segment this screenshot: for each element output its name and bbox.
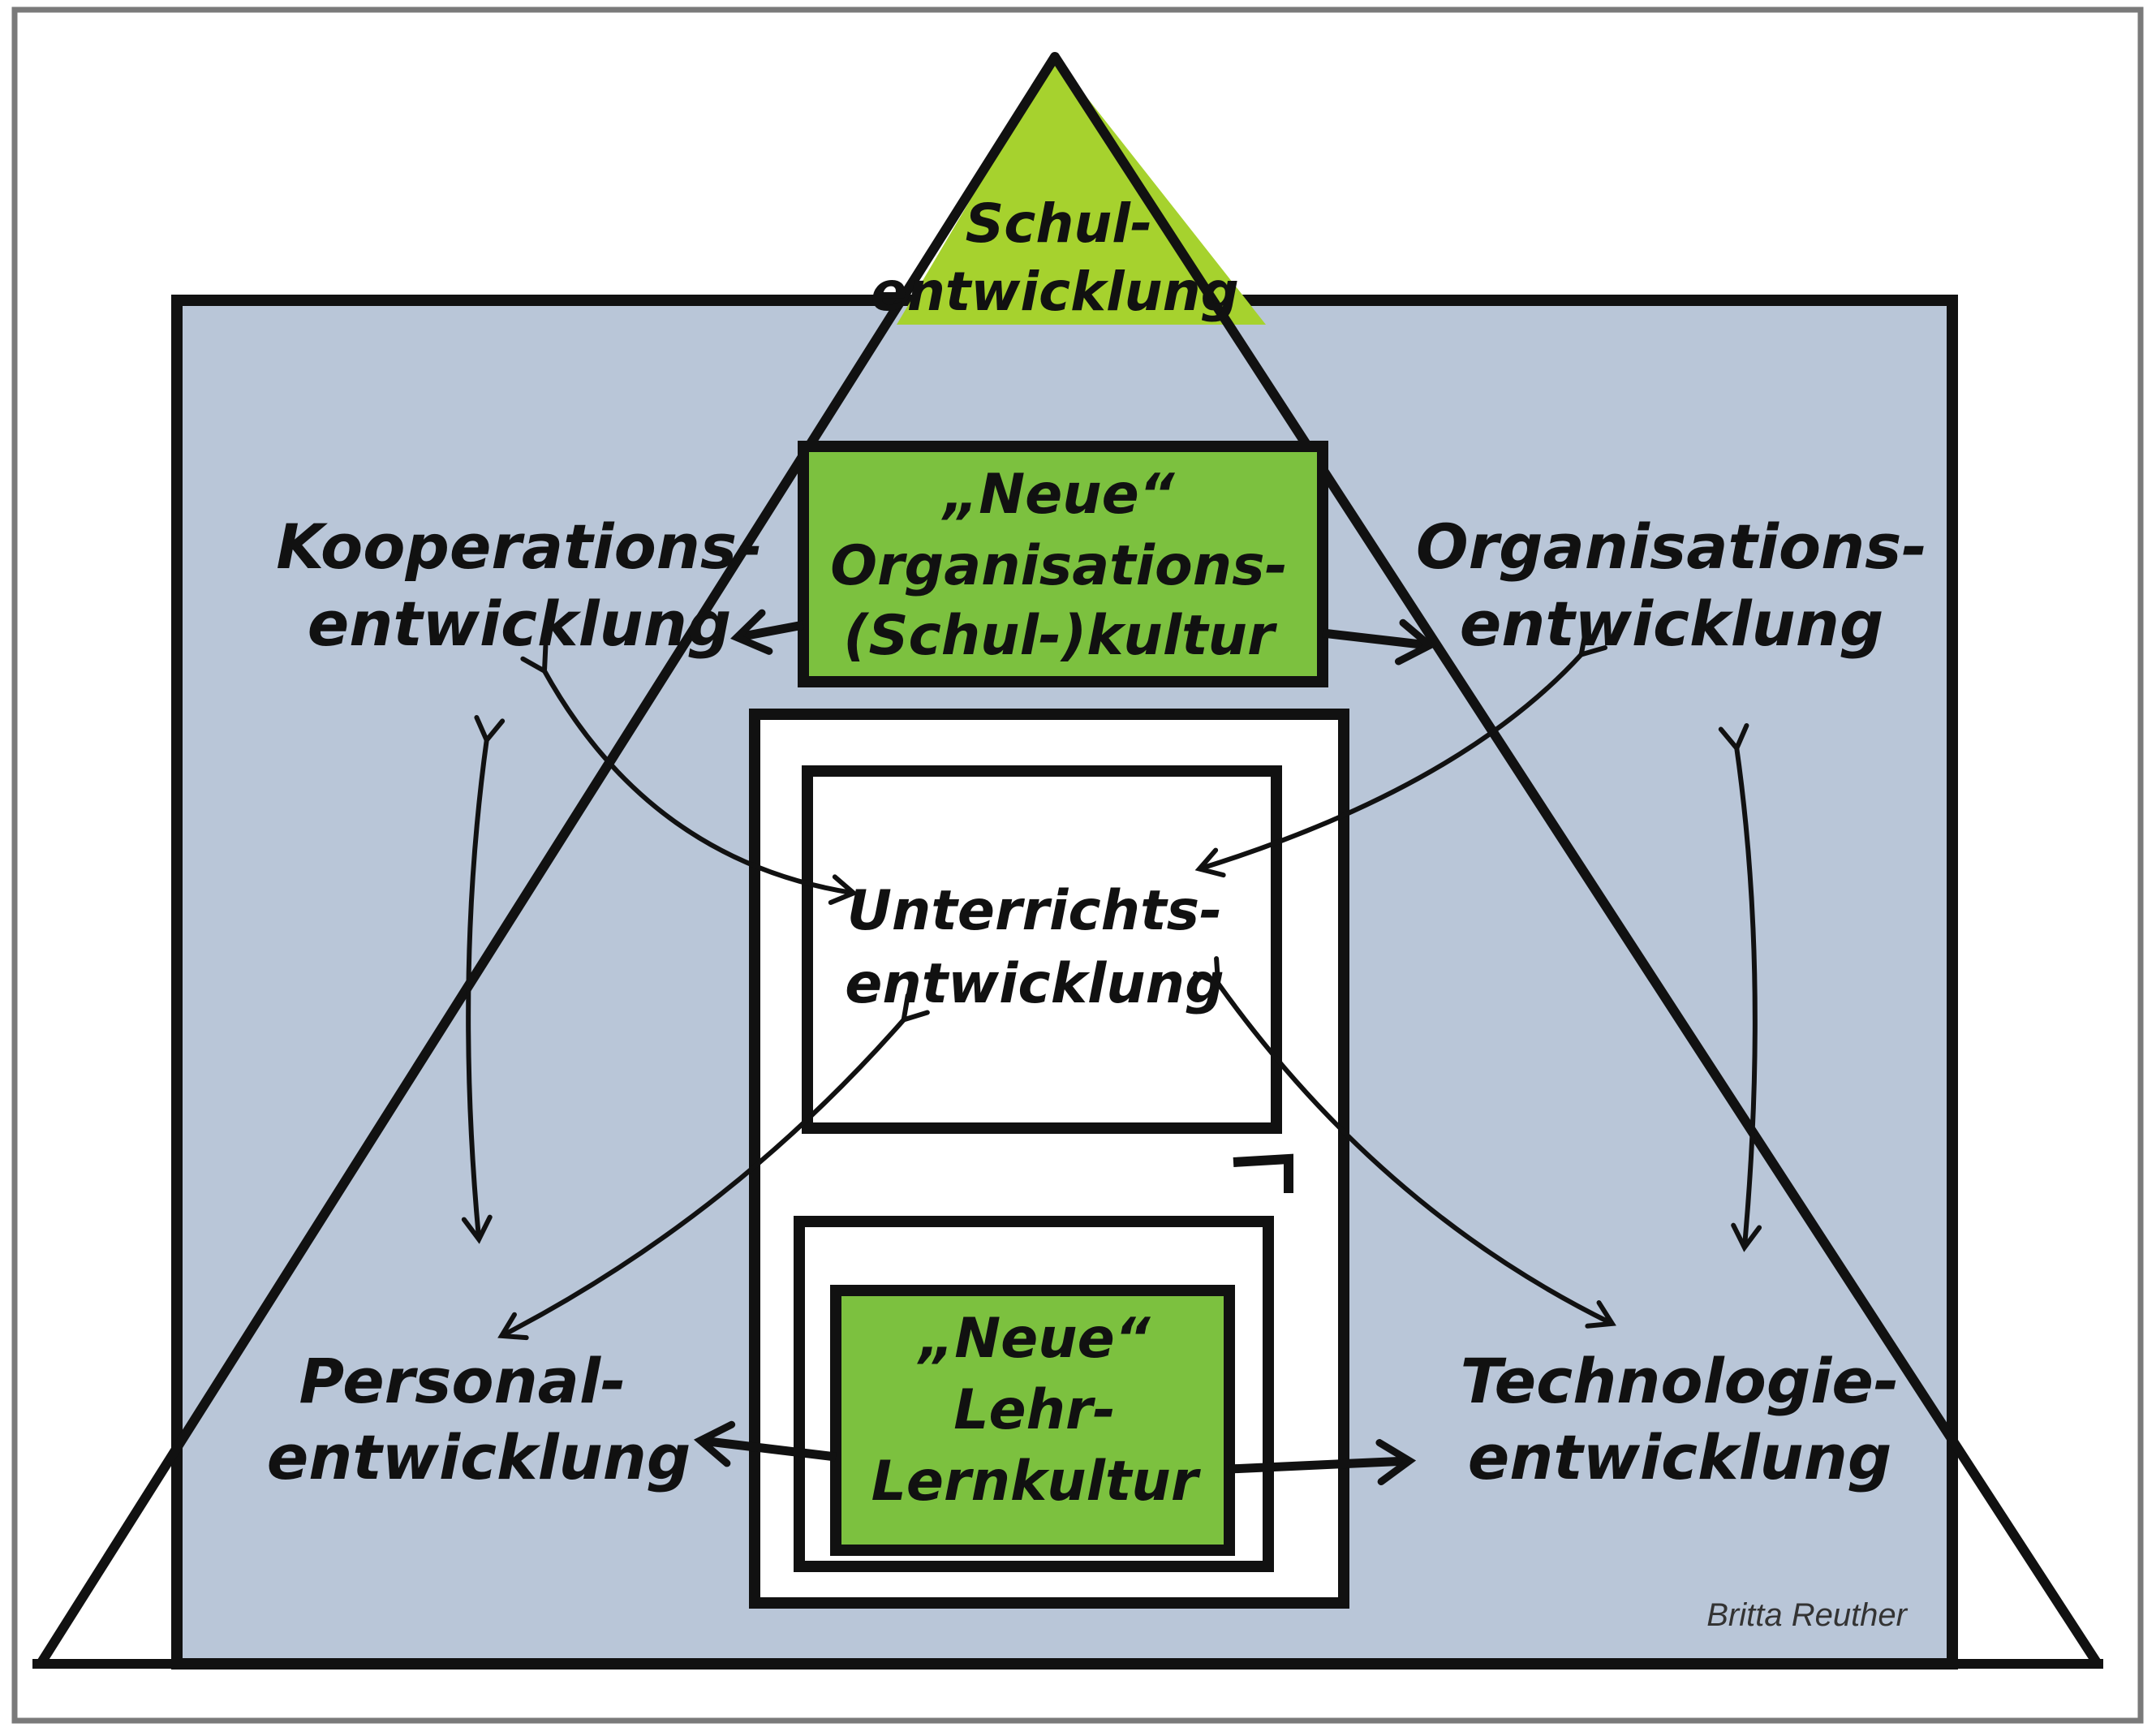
arrow-kooperation-unterricht (520, 644, 859, 905)
peak-triangle-fill (897, 57, 1266, 325)
top-box-line2: Organisations- (830, 534, 1288, 598)
arrow-kooperation-personal (461, 715, 506, 1244)
peak-label-line2: entwicklung (871, 261, 1239, 323)
center-line1: Unterrichts- (847, 879, 1223, 943)
top-box-line3: (Schul-)kultur (843, 604, 1278, 668)
top-box-line1: „Neue“ (940, 463, 1175, 527)
bottom-box-line2: Lehr- (953, 1378, 1116, 1442)
technologie-line2: entwicklung (1468, 1421, 1892, 1493)
technologie-line1: Technologie- (1461, 1345, 1900, 1417)
inner-box-upper (802, 765, 1282, 1134)
arrow-bottom-right (1229, 1439, 1417, 1486)
bottom-green-box (830, 1285, 1235, 1556)
organisation-line1: Organisations- (1416, 511, 1927, 583)
peak-label-line1: Schul- (966, 192, 1153, 255)
kooperation-line2: entwicklung (308, 588, 732, 660)
bottom-box-line1: „Neue“ (916, 1307, 1151, 1371)
author-credit: Britta Reuther (1706, 1597, 1908, 1633)
center-line2: entwicklung (845, 952, 1224, 1016)
personal-line2: entwicklung (267, 1421, 691, 1493)
bottom-box-line3: Lernkultur (871, 1450, 1202, 1514)
arrow-unterricht-technologie (1193, 956, 1616, 1329)
arrow-organisation-technologie (1718, 722, 1762, 1252)
personal-line1: Personal- (299, 1345, 626, 1417)
organisation-line2: entwicklung (1460, 588, 1884, 660)
kooperation-line1: Kooperations- (276, 511, 762, 583)
arrow-organisation-unterricht (1194, 627, 1607, 878)
arrow-bottom-left (693, 1420, 837, 1467)
arrow-unterricht-personal (497, 993, 930, 1341)
arrow-top-left (730, 609, 805, 655)
